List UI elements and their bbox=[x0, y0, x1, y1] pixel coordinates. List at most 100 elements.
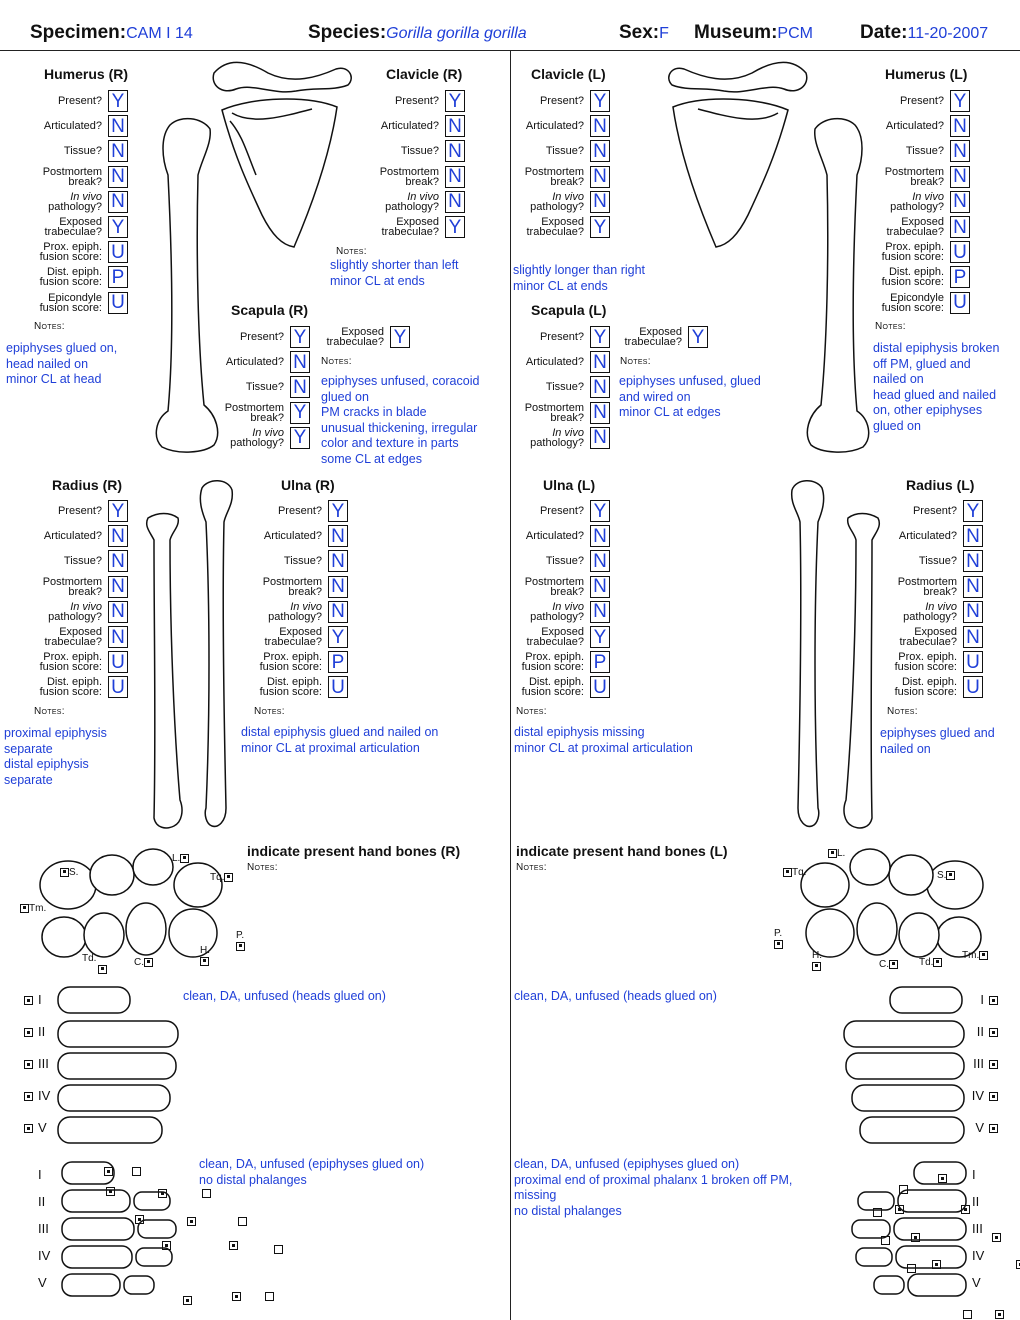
dist-answer-box[interactable]: U bbox=[108, 676, 128, 699]
phalanx-checkbox-left[interactable] bbox=[911, 1233, 920, 1243]
articulated-answer-box[interactable]: N bbox=[590, 525, 610, 548]
invivo-answer-box[interactable]: N bbox=[108, 190, 128, 213]
phalanx-checkbox-right[interactable] bbox=[265, 1292, 274, 1302]
present-answer-box[interactable]: Y bbox=[445, 90, 465, 112]
phalanx-checkbox-right[interactable] bbox=[229, 1241, 238, 1251]
tissue-answer-box[interactable]: N bbox=[108, 550, 128, 573]
carpal-hamate-right[interactable]: H. bbox=[200, 945, 210, 967]
articulated-answer-box[interactable]: N bbox=[950, 115, 970, 138]
checkbox-icon[interactable] bbox=[946, 870, 956, 880]
phalanx-checkbox-left[interactable] bbox=[932, 1260, 941, 1270]
carpal-scaphoid-right[interactable]: S. bbox=[60, 867, 78, 878]
checkbox-icon[interactable] bbox=[200, 956, 209, 966]
checkbox-icon[interactable] bbox=[989, 1092, 998, 1102]
carpal-capitate-left[interactable]: C. bbox=[879, 959, 898, 970]
checkbox-icon[interactable] bbox=[989, 1060, 998, 1070]
postmortem-answer-box[interactable]: N bbox=[963, 575, 983, 598]
metacarpal-right-3[interactable]: III bbox=[24, 1056, 49, 1071]
exposed-answer-box[interactable]: Y bbox=[390, 326, 410, 348]
radius-l-notes[interactable]: epiphyses glued and nailed on bbox=[880, 726, 995, 756]
tissue-answer-box[interactable]: N bbox=[590, 550, 610, 573]
sex-value[interactable]: F bbox=[659, 25, 669, 42]
checkbox-icon[interactable] bbox=[60, 867, 69, 877]
postmortem-answer-box[interactable]: N bbox=[590, 575, 610, 598]
tissue-answer-box[interactable]: N bbox=[590, 376, 610, 399]
postmortem-answer-box[interactable]: N bbox=[950, 165, 970, 188]
phalanx-checkbox-left[interactable] bbox=[992, 1233, 1001, 1243]
exposed-answer-box[interactable]: Y bbox=[108, 216, 128, 238]
ulna-l-notes[interactable]: distal epiphysis missing minor CL at pro… bbox=[514, 725, 693, 755]
clavicle-l-notes[interactable]: slightly longer than right minor CL at e… bbox=[513, 263, 646, 293]
carpal-capitate-right[interactable]: C. bbox=[134, 957, 153, 968]
phalanx-checkbox-left[interactable] bbox=[895, 1205, 904, 1215]
phalanx-checkbox-left[interactable] bbox=[938, 1174, 947, 1184]
phalanx-checkbox-right[interactable] bbox=[232, 1292, 241, 1302]
checkbox-icon[interactable] bbox=[812, 961, 821, 971]
invivo-answer-box[interactable]: N bbox=[328, 600, 348, 623]
epic-answer-box[interactable]: U bbox=[108, 291, 128, 314]
phalanx-checkbox-left[interactable] bbox=[907, 1264, 916, 1274]
phalanx-checkbox-right[interactable] bbox=[132, 1167, 141, 1177]
metacarpal-right-2[interactable]: II bbox=[24, 1024, 45, 1039]
phalanx-checkbox-right[interactable] bbox=[158, 1189, 167, 1199]
species-value[interactable]: Gorilla gorilla gorilla bbox=[386, 25, 527, 42]
checkbox-icon[interactable] bbox=[989, 1124, 998, 1134]
prox-answer-box[interactable]: U bbox=[108, 241, 128, 264]
postmortem-answer-box[interactable]: Y bbox=[290, 401, 310, 424]
exposed-answer-box[interactable]: N bbox=[963, 626, 983, 648]
metacarpal-right-1[interactable]: I bbox=[24, 992, 42, 1007]
carpal-hamate-left[interactable]: H. bbox=[812, 950, 822, 972]
metacarpal-right-4[interactable]: IV bbox=[24, 1088, 50, 1103]
carpal-triquetrum-left[interactable]: Tq. bbox=[783, 867, 806, 878]
dist-answer-box[interactable]: P bbox=[950, 266, 970, 289]
present-answer-box[interactable]: Y bbox=[950, 90, 970, 112]
prox-answer-box[interactable]: U bbox=[963, 651, 983, 674]
carpal-lunate-left[interactable]: L. bbox=[828, 848, 845, 859]
articulated-answer-box[interactable]: N bbox=[290, 351, 310, 374]
metacarpal-right-5[interactable]: V bbox=[24, 1120, 47, 1135]
checkbox-icon[interactable] bbox=[774, 939, 783, 949]
museum-value[interactable]: PCM bbox=[777, 25, 813, 42]
phalanx-checkbox-right[interactable] bbox=[187, 1217, 196, 1227]
present-answer-box[interactable]: Y bbox=[590, 326, 610, 348]
articulated-answer-box[interactable]: N bbox=[590, 351, 610, 374]
metacarpal-left-3[interactable]: III bbox=[973, 1056, 998, 1071]
articulated-answer-box[interactable]: N bbox=[963, 525, 983, 548]
metacarpal-left-1[interactable]: I bbox=[980, 992, 998, 1007]
invivo-answer-box[interactable]: N bbox=[590, 600, 610, 623]
phalanx-notes-left[interactable]: clean, DA, unfused (epiphyses glued on) … bbox=[514, 1157, 793, 1218]
phalanx-checkbox-left[interactable] bbox=[873, 1208, 882, 1218]
humerus-l-notes[interactable]: distal epiphysis broken off PM, glued an… bbox=[873, 341, 1000, 433]
present-answer-box[interactable]: Y bbox=[290, 326, 310, 348]
phalanx-checkbox-right[interactable] bbox=[106, 1187, 115, 1197]
checkbox-icon[interactable] bbox=[24, 996, 33, 1006]
radius-r-notes[interactable]: proximal epiphysis separate distal epiph… bbox=[4, 726, 107, 787]
carpal-trapezoid-left[interactable]: Td. bbox=[919, 957, 943, 968]
phalanx-notes-right[interactable]: clean, DA, unfused (epiphyses glued on) … bbox=[199, 1157, 425, 1187]
present-answer-box[interactable]: Y bbox=[108, 500, 128, 522]
exposed-answer-box[interactable]: N bbox=[108, 626, 128, 648]
present-answer-box[interactable]: Y bbox=[590, 500, 610, 522]
checkbox-icon[interactable] bbox=[180, 853, 190, 863]
dist-answer-box[interactable]: U bbox=[590, 676, 610, 699]
checkbox-icon[interactable] bbox=[24, 1060, 33, 1070]
phalanx-checkbox-left[interactable] bbox=[963, 1310, 972, 1320]
carpal-triquetrum-right[interactable]: Tq. bbox=[210, 872, 234, 883]
present-answer-box[interactable]: Y bbox=[590, 90, 610, 112]
checkbox-icon[interactable] bbox=[224, 872, 234, 882]
articulated-answer-box[interactable]: N bbox=[108, 525, 128, 548]
carpal-trapezium-left[interactable]: Tm. bbox=[962, 950, 989, 961]
articulated-answer-box[interactable]: N bbox=[445, 115, 465, 138]
exposed-answer-box[interactable]: Y bbox=[590, 626, 610, 648]
present-answer-box[interactable]: Y bbox=[328, 500, 348, 522]
dist-answer-box[interactable]: U bbox=[963, 676, 983, 699]
checkbox-icon[interactable] bbox=[98, 964, 107, 974]
humerus-r-notes[interactable]: epiphyses glued on, head nailed on minor… bbox=[6, 341, 118, 386]
invivo-answer-box[interactable]: N bbox=[963, 600, 983, 623]
exposed-answer-box[interactable]: Y bbox=[590, 216, 610, 238]
phalanx-checkbox-right[interactable] bbox=[274, 1245, 283, 1255]
phalanx-checkbox-right[interactable] bbox=[104, 1167, 113, 1177]
checkbox-icon[interactable] bbox=[24, 1124, 33, 1134]
present-answer-box[interactable]: Y bbox=[108, 90, 128, 112]
date-value[interactable]: 11-20-2007 bbox=[907, 25, 989, 42]
